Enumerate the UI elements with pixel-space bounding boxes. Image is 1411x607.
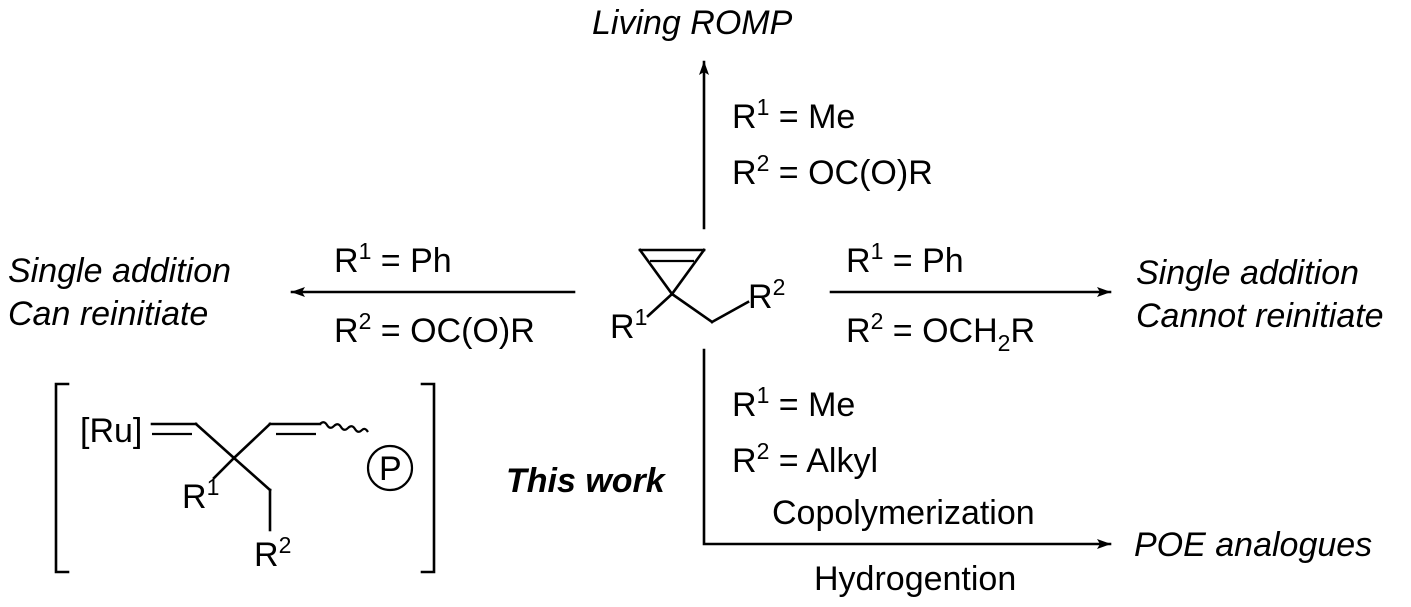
ring-bond-left [638, 248, 674, 296]
left-bracket [54, 382, 70, 574]
copolymerization-step: Copolymerization [772, 494, 1035, 532]
this-work-label: This work [506, 462, 667, 500]
center-r2-label: R2 [748, 274, 785, 316]
left-outcome-line1: Single addition [8, 252, 231, 290]
bracket-r1-label: R1 [182, 474, 219, 516]
ch2-bond-bracket [232, 456, 272, 492]
poe-analogues-label: POE analogues [1134, 526, 1372, 564]
right-r2-condition: R2 = OCH2R [846, 308, 1035, 356]
bond-to-alkene [232, 422, 272, 460]
cyclopropene-molecule: R1 R2 [610, 248, 785, 346]
right-r1-condition: R1 = Ph [846, 238, 964, 280]
r1-stub-bond [212, 456, 236, 480]
center-r1-label: R1 [610, 304, 647, 346]
left-outcome-line2: Can reinitiate [8, 295, 208, 333]
bottom-r1-condition: R1 = Me [732, 382, 855, 424]
r1-bond [646, 292, 674, 318]
top-r2-condition: R2 = OC(O)R [732, 150, 933, 192]
r2-bond [710, 300, 750, 324]
top-r1-condition: R1 = Me [732, 94, 855, 136]
bottom-r2-condition: R2 = Alkyl [732, 438, 878, 480]
left-r2-condition: R2 = OC(O)R [334, 308, 535, 350]
right-outcome-line2: Cannot reinitiate [1136, 297, 1384, 335]
ring-bond-right [670, 248, 706, 296]
hydrogenation-step: Hydrogention [814, 560, 1016, 598]
living-romp-label: Living ROMP [592, 4, 793, 42]
ru-label: [Ru] [80, 412, 142, 450]
bracket-r2-label: R2 [254, 532, 291, 574]
ch2-bond [670, 292, 714, 324]
polymer-label: P [379, 450, 402, 488]
polymer-circle [366, 444, 414, 492]
right-bracket [420, 382, 436, 574]
wavy-bond [319, 421, 369, 433]
left-r1-condition: R1 = Ph [334, 238, 452, 280]
right-outcome-line1: Single addition [1136, 254, 1359, 292]
ru-intermediate-structure: [Ru] P R1 R2 [54, 382, 436, 574]
bond-to-quaternary [194, 422, 236, 460]
arrow-down-right [702, 348, 1112, 549]
